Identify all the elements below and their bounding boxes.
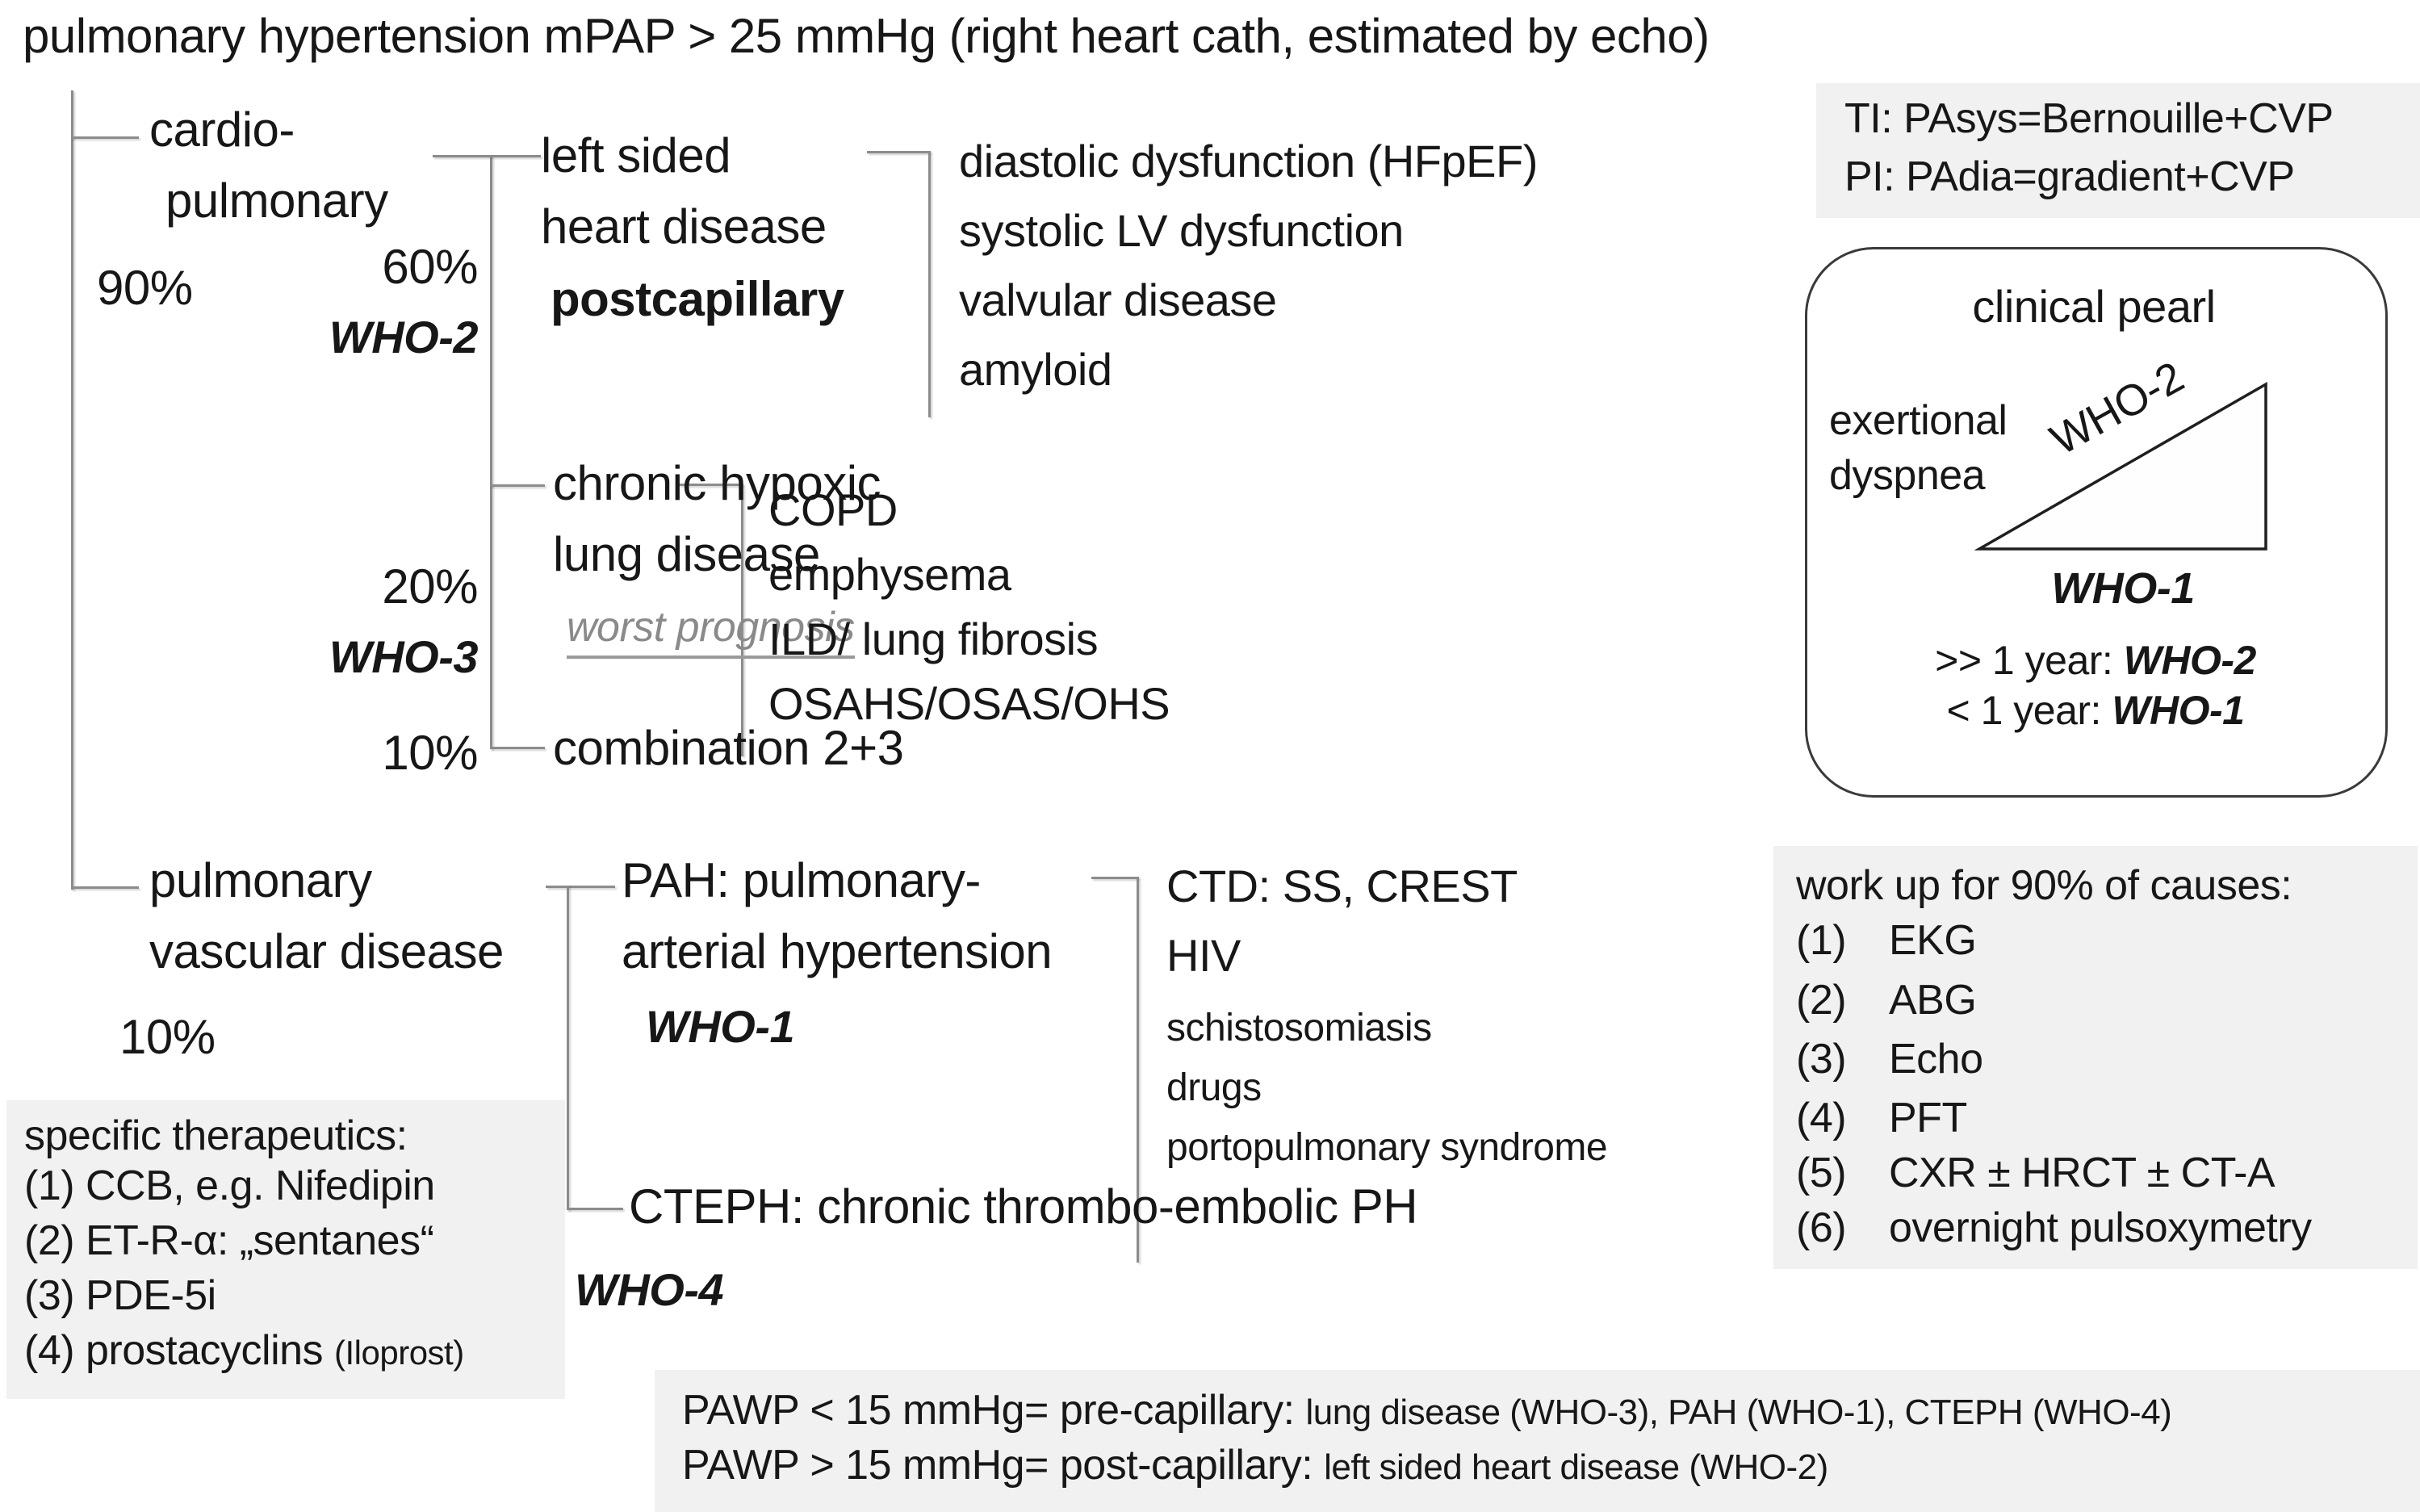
therapeutics-item-4-small: (Iloprost) [334,1334,464,1372]
pct-combination: 10% [382,726,478,780]
node-pah-line1: PAH: pulmonary- [622,853,981,907]
pawp-line-1-small: lung disease (WHO-3), PAH (WHO-1), CTEPH… [1305,1393,2172,1432]
label-who4: WHO-4 [575,1264,724,1315]
workup-label: overnight pulsoxymetry [1889,1204,2312,1251]
tick-vascular [71,886,139,889]
workup-num: (6) [1796,1204,1847,1251]
page-title: pulmonary hypertension mPAP > 25 mmHg (r… [23,9,1710,63]
pawp-line-2: PAWP > 15 mmHg= post-capillary: left sid… [682,1442,1828,1490]
workup-num: (1) [1796,917,1847,964]
formula-panel [1816,83,2420,218]
label-who1: WHO-1 [646,1001,795,1052]
pearl-rule-2-who: WHO-1 [2112,688,2245,733]
list-item: diastolic dysfunction (HFpEF) [959,136,1538,186]
pawp-line-1: PAWP < 15 mmHg= pre-capillary: lung dise… [682,1387,2172,1435]
list-item: CTD: SS, CREST [1166,861,1518,911]
node-left-sided-line1: left sided [541,128,731,182]
tick-combination [490,747,545,749]
tick-left-sided [433,155,541,157]
list-item: systolic LV dysfunction [959,205,1404,256]
pearl-dyspnea: dyspnea [1829,452,1986,499]
list-item: HIV [1166,930,1241,981]
list-item: amyloid [959,344,1112,395]
pct-who3: 20% [382,559,478,614]
list-item: ILD/ lung fibrosis [768,614,1099,664]
pct-cardiopulmonary: 90% [97,261,193,315]
workup-num: (3) [1796,1036,1847,1083]
pearl-rule-1: >> 1 year: WHO-2 [1869,638,2322,685]
node-vascular-line2: vascular disease [149,924,504,978]
bracket-hook-left-sided-causes [867,151,930,153]
workup-num: (4) [1796,1095,1847,1141]
node-cteph: CTEPH: chronic thrombo-embolic PH [629,1179,1418,1233]
workup-num: (5) [1796,1150,1847,1196]
therapeutics-title: specific therapeutics: [24,1112,408,1159]
therapeutics-item: (2) ET-R-α: „sentanes“ [24,1217,434,1264]
pearl-rule-1-prefix: >> 1 year: [1935,638,2124,683]
pct-vascular: 10% [119,1010,216,1064]
pearl-rule-2: < 1 year: WHO-1 [1869,688,2322,735]
tick-cardiopulmonary [71,136,139,139]
pearl-triangle [1974,381,2267,551]
workup-label: ABG [1889,977,1977,1024]
tick-chronic-hypoxic [490,484,545,487]
node-cardiopulmonary-line2: pulmonary [165,174,388,228]
pawp-line-2-big: PAWP > 15 mmHg= post-capillary: [682,1442,1325,1489]
workup-label: PFT [1889,1095,1967,1141]
node-left-sided-line2: heart disease [541,199,827,253]
bracket-left-sided-causes [928,151,931,417]
trunk-line-cardio-branch [490,155,492,749]
therapeutics-panel [6,1100,565,1399]
list-item: OSAHS/OSAS/OHS [768,678,1170,729]
node-chronic-hypoxic-line2: lung disease [553,527,820,581]
workup-panel [1773,846,2418,1269]
list-item: emphysema [768,549,1011,600]
node-combination: combination 2+3 [553,721,904,775]
pawp-line-1-big: PAWP < 15 mmHg= pre-capillary: [682,1387,1306,1434]
node-pah-line2: arterial hypertension [622,924,1053,978]
list-item: COPD [768,484,898,535]
workup-num: (2) [1796,977,1847,1024]
therapeutics-item: (1) CCB, e.g. Nifedipin [24,1162,435,1209]
pearl-rule-1-who: WHO-2 [2123,638,2257,683]
bracket-lung-causes [741,484,743,756]
workup-title: work up for 90% of causes: [1796,862,2292,909]
pearl-exertional: exertional [1829,397,2008,444]
therapeutics-item-4: (4) prostacyclins (Iloprost) [24,1327,464,1376]
label-who3: WHO-3 [329,631,479,682]
bracket-hook-lung-causes [678,484,743,486]
pawp-line-2-small: left sided heart disease (WHO-2) [1324,1447,1828,1487]
tick-cteph [567,1208,623,1210]
list-item: schistosomiasis [1166,1007,1432,1049]
pearl-rule-2-prefix: < 1 year: [1946,688,2112,733]
clinical-pearl-title: clinical pearl [1972,281,2216,332]
formula-pi: PI: PAdia=gradient+CVP [1844,153,2295,200]
node-postcapillary: postcapillary [551,272,844,326]
trunk-line-main [71,90,73,890]
bracket-pah-causes [1137,877,1139,1263]
label-who2: WHO-2 [329,312,479,362]
bracket-hook-pah-causes [1091,877,1138,879]
note-worst-prognosis: worst prognosis [567,604,855,659]
formula-ti: TI: PAsys=Bernouille+CVP [1844,95,2334,142]
pawp-panel [655,1370,2420,1512]
pct-who2: 60% [382,240,478,294]
workup-label: CXR ± HRCT ± CT-A [1889,1150,2276,1196]
tick-pah [546,886,615,888]
list-item: portopulmonary syndrome [1166,1126,1608,1169]
workup-label: EKG [1889,917,1977,964]
trunk-line-vascular-branch [567,886,569,1210]
list-item: drugs [1166,1066,1262,1109]
node-cardiopulmonary-line1: cardio- [149,103,295,157]
list-item: valvular disease [959,274,1277,325]
pearl-triangle-base-label: WHO-1 [2051,564,2195,613]
node-vascular-line1: pulmonary [149,853,372,907]
therapeutics-item: (3) PDE-5i [24,1272,216,1319]
therapeutics-item-4-main: (4) prostacyclins [24,1327,334,1374]
node-chronic-hypoxic-line1: chronic hypoxic [553,456,881,510]
workup-label: Echo [1889,1036,1983,1083]
